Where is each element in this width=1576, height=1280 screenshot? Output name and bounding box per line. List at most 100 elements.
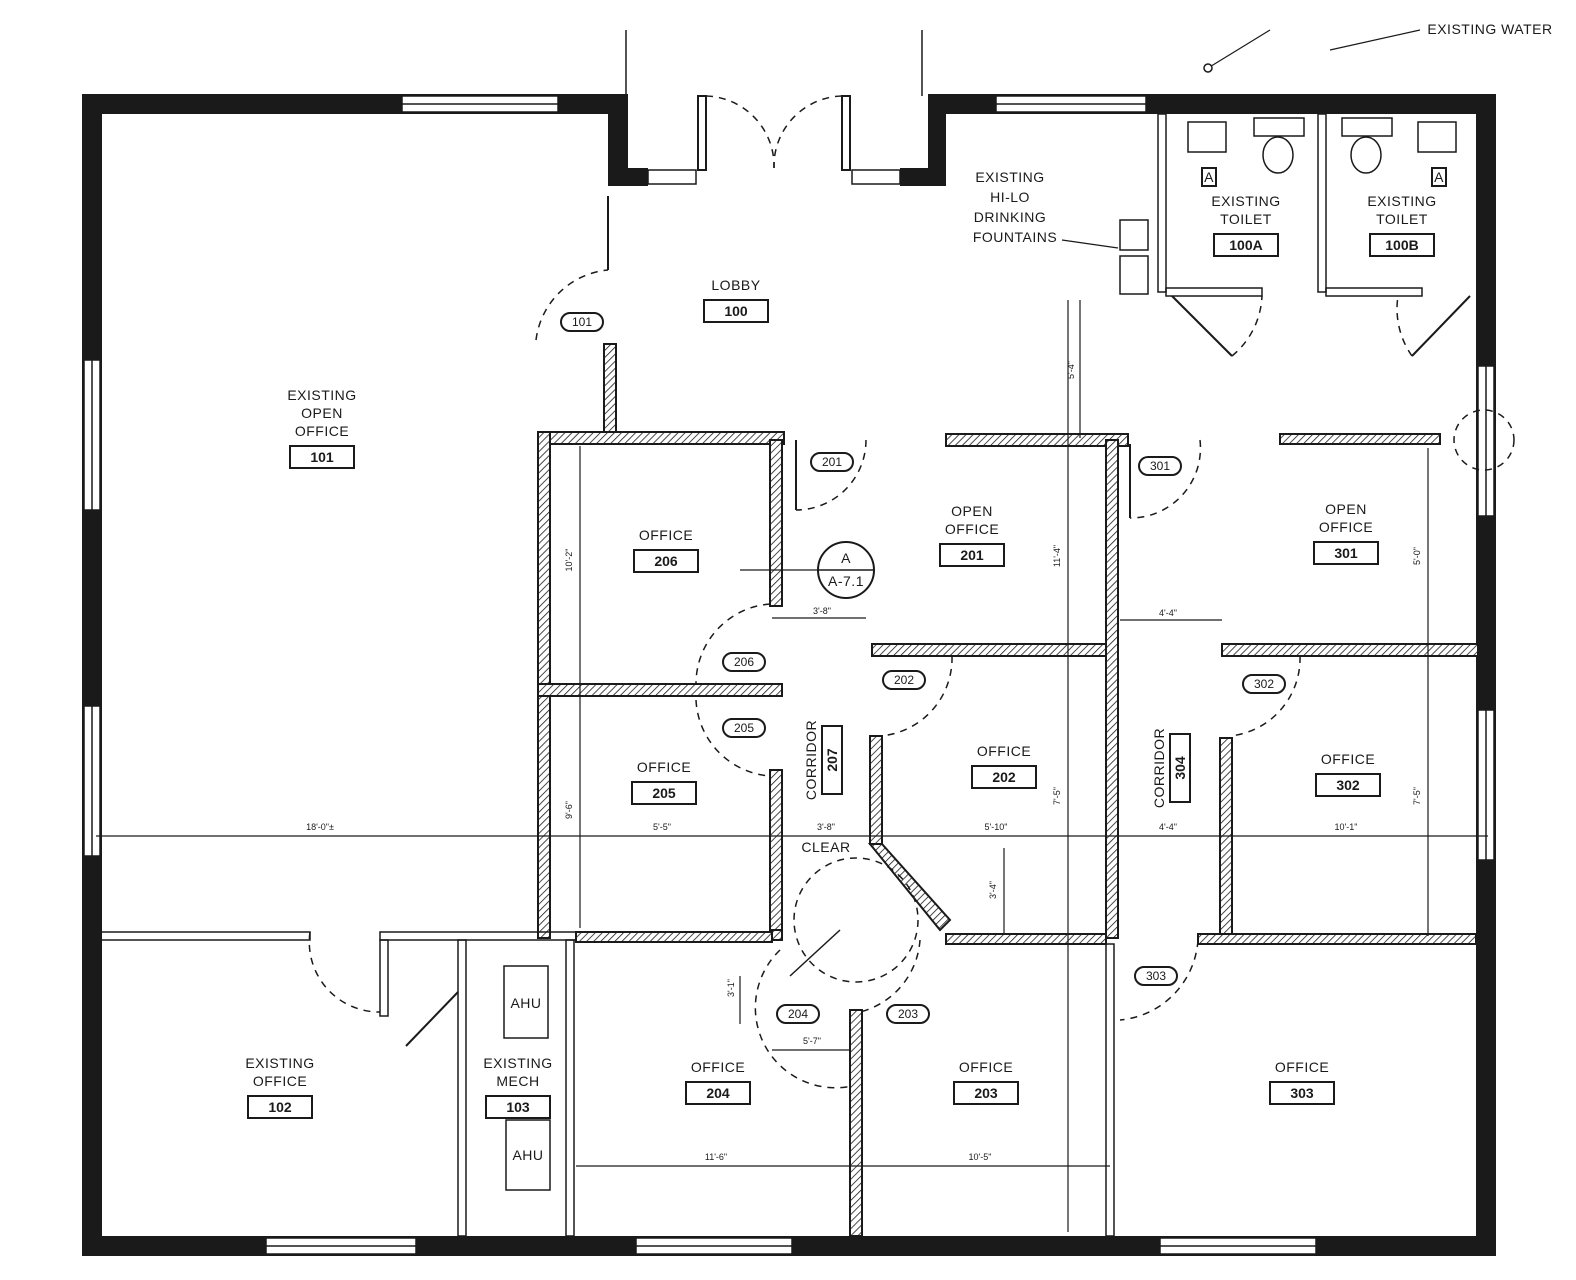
room-number: 100 [724,303,748,319]
room-number: 203 [974,1085,998,1101]
room-number: 205 [652,785,676,801]
room-204[interactable]: OFFICE 204 [685,1059,751,1105]
room-number: 100B [1385,237,1418,253]
room-number-box [633,549,699,573]
interior-walls [99,343,1479,1237]
room-number-box [685,1081,751,1105]
door-tag-301[interactable]: 301 [1138,456,1182,476]
door-tag-oval [722,718,766,738]
room-name: LOBBY [711,277,760,293]
section-marker[interactable]: A A-7.1 [817,541,875,599]
room-name: OFFICE [637,759,691,775]
corridor-name: CORRIDOR [803,720,819,800]
door-tag-201[interactable]: 201 [810,452,854,472]
accessible-symbol-100b: A [1434,169,1444,185]
door-tag-number: 204 [788,1007,808,1021]
room-number-box [1369,233,1435,257]
room-number: 301 [1334,545,1358,561]
room-201[interactable]: OPEN OFFICE 201 [939,503,1005,567]
room-name: EXISTING [1367,193,1436,209]
dimension-label: 5'-10" [985,822,1008,832]
door-tag-203[interactable]: 203 [886,1004,930,1024]
ahu-units: AHU AHU [503,965,551,1191]
door-tag-number: 203 [898,1007,918,1021]
dimension-label: 3'-8" [813,606,831,616]
windows [83,95,1495,1255]
dimension-label: 9'-6" [564,801,574,819]
door-tag-202[interactable]: 202 [882,670,926,690]
door-tag-205[interactable]: 205 [722,718,766,738]
door-tag-206[interactable]: 206 [722,652,766,672]
room-number: 302 [1336,777,1360,793]
room-number-box [631,781,697,805]
door-tag-oval [886,1004,930,1024]
room-labels: EXISTINGOPENOFFICE101LOBBY100EXISTINGTOI… [245,193,1436,1119]
corridor-number-box [821,725,843,795]
ahu-label-2: AHU [512,1147,543,1163]
room-number-box [485,1095,551,1119]
room-number: 101 [310,449,334,465]
dimension-label: 18'-0"± [306,822,334,832]
dimension-label: 4'-4" [1159,608,1177,618]
room-name: EXISTING [1211,193,1280,209]
room-name: OFFICE [1319,519,1373,535]
room-number: 102 [268,1099,292,1115]
room-number: 204 [706,1085,730,1101]
room-name: OFFICE [945,521,999,537]
door-tag-oval [810,452,854,472]
room-number-box [1213,233,1279,257]
room-number: 206 [654,553,678,569]
room-203[interactable]: OFFICE 203 [953,1059,1019,1105]
door-tag-101[interactable]: 101 [560,312,604,332]
room-name: EXISTING [483,1055,552,1071]
room-name: OPEN [951,503,993,519]
door-tag-204[interactable]: 204 [776,1004,820,1024]
fountains-line-4: FOUNTAINS [973,229,1057,245]
door-tag-oval [776,1004,820,1024]
door-tag-302[interactable]: 302 [1242,674,1286,694]
dimension-label: 3'-8" [817,822,835,832]
fountains-line-2: HI-LO [990,189,1030,205]
room-number-box [1315,773,1381,797]
room-303[interactable]: OFFICE 303 [1269,1059,1335,1105]
door-tags: 101 201 301 206 205 202 302 204 203 303 [560,312,1286,1024]
room-name: OFFICE [959,1059,1013,1075]
door-tag-oval [1134,966,1178,986]
room-number: 201 [960,547,984,563]
room-number-box [703,299,769,323]
door-tag-oval [1242,674,1286,694]
room-number-box [289,445,355,469]
room-number: 303 [1290,1085,1314,1101]
door-tag-number: 206 [734,655,754,669]
corridor-name: CORRIDOR [1151,728,1167,808]
room-name: TOILET [1220,211,1272,227]
room-number-box [953,1081,1019,1105]
fountains-line-1: EXISTING [975,169,1044,185]
room-205[interactable]: OFFICE 205 [631,759,697,805]
room-name: OFFICE [691,1059,745,1075]
dimension-label: 5'-0" [1412,547,1422,565]
door-tag-oval [882,670,926,690]
door-tag-number: 201 [822,455,842,469]
room-name: OFFICE [1275,1059,1329,1075]
dimension-label: 10'-1" [1335,822,1358,832]
room-name: EXISTING [245,1055,314,1071]
room-number: 103 [506,1099,530,1115]
room-number-box [1313,541,1379,565]
dimension-label: 10'-5" [969,1152,992,1162]
door-tag-303[interactable]: 303 [1134,966,1178,986]
accessible-symbol-100a: A [1204,169,1214,185]
room-100[interactable]: LOBBY 100 [703,277,769,323]
dimension-label: 7'-5" [1412,787,1422,805]
